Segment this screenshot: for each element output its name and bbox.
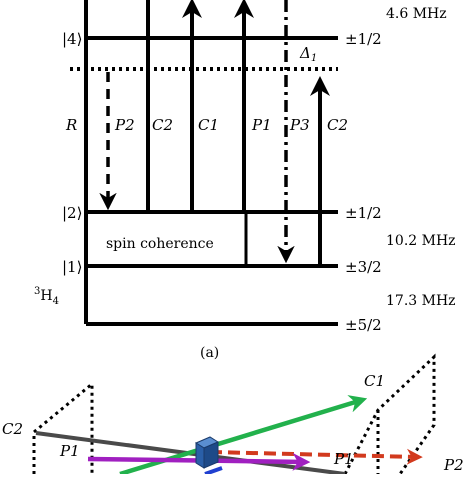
beam-label-C2: C2 [2,420,23,438]
detuning-label: Δ1 [299,44,317,64]
splitting-top: 4.6 MHz [386,6,447,22]
spin-label-1: ±3/2 [345,258,382,276]
beam-blue [204,466,223,476]
transition-label-P1: P1 [251,116,272,134]
level-4-label: |4⟩ [62,30,82,48]
beam-label-P2: P2 [443,456,464,474]
spin-coherence-label: spin coherence [106,236,214,252]
transition-label-R: R [65,116,77,134]
transition-label-C2-right: C2 [327,116,348,134]
right-frame [343,353,436,475]
beam-label-P1-left: P1 [59,442,80,460]
spin-label-2: ±1/2 [345,204,382,222]
splitting-middle: 10.2 MHz [386,233,456,249]
transition-label-P2: P2 [114,116,135,134]
level-1-label: |1⟩ [62,258,82,276]
left-frame [32,380,94,474]
beam-P2-red [209,448,423,465]
beam-label-C1: C1 [364,372,385,390]
transition-label-P3: P3 [289,116,310,134]
manifold-label: 3H4 [34,286,59,307]
splitting-bottom: 17.3 MHz [386,293,456,309]
subfigure-label: (a) [200,345,219,361]
crystal-cube [194,436,220,469]
spin-label-4: ±1/2 [345,30,382,48]
spin-label-0: ±5/2 [345,316,382,334]
transition-label-C1: C1 [198,116,219,134]
transition-label-C2: C2 [152,116,173,134]
beam-label-P1-right: P1 [333,450,354,468]
level-2-label: |2⟩ [62,204,82,222]
